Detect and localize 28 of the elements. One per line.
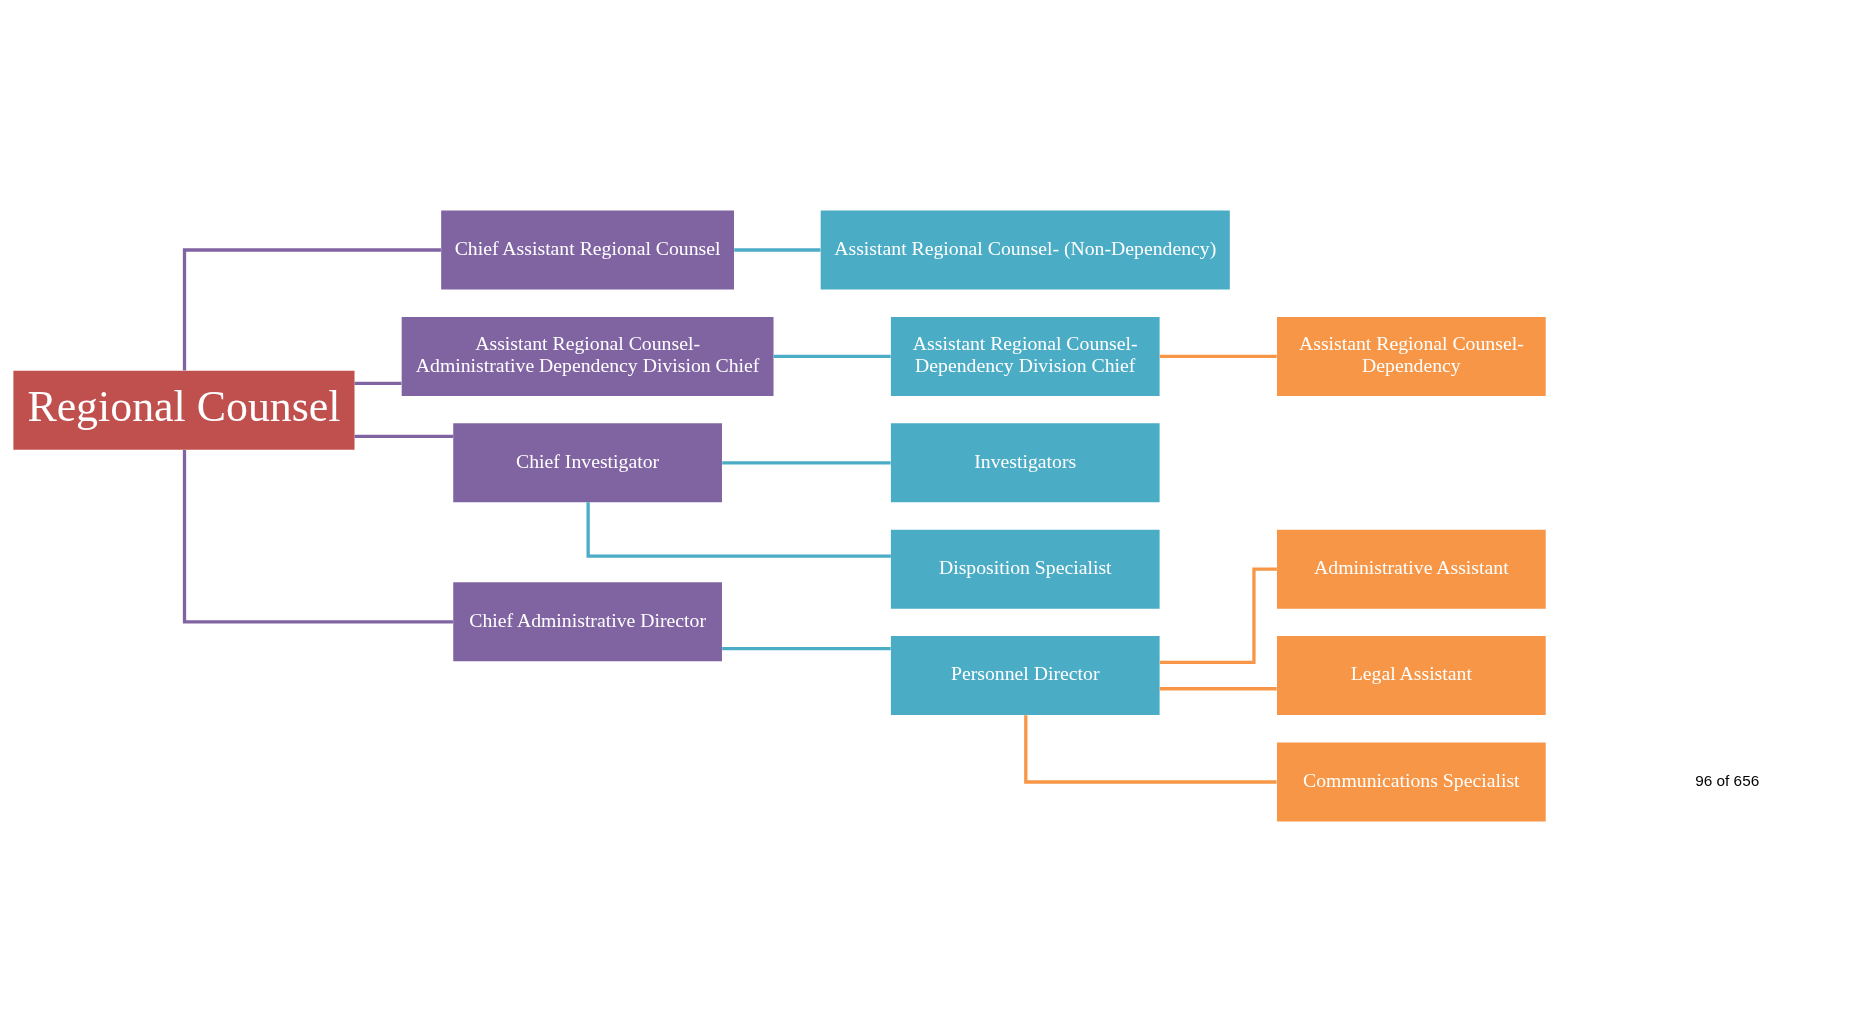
node-box: Assistant Regional Counsel- Administrative Dependency Division Chief <box>401 316 773 396</box>
node-box: Chief Administrative Director <box>452 581 722 661</box>
node-box: Chief Investigator <box>452 422 722 502</box>
connector <box>354 381 401 385</box>
connector <box>721 646 891 650</box>
connector <box>586 501 891 558</box>
node-box: Communications Specialist <box>1276 742 1546 821</box>
node-box: Regional Counsel <box>12 370 354 450</box>
connector <box>182 247 441 371</box>
node-box: Assistant Regional Counsel- Dependency Division Chief <box>890 316 1160 396</box>
connector <box>1159 354 1277 358</box>
connector <box>733 247 820 252</box>
node-box: Assistant Regional Counsel- Dependency <box>1276 316 1546 396</box>
label: 96 of 656 <box>1694 771 1759 789</box>
connector <box>354 434 453 438</box>
connector <box>1159 567 1277 664</box>
node-box: Chief Assistant Regional Counsel <box>440 210 734 289</box>
connector <box>721 460 891 464</box>
connector <box>182 449 453 623</box>
node-box: Personnel Director <box>890 635 1160 715</box>
node-box: Assistant Regional Counsel- (Non-Dependency) <box>820 210 1230 289</box>
node-box: Investigators <box>890 422 1160 502</box>
connector <box>773 354 891 358</box>
node-box: Administrative Assistant <box>1276 529 1546 609</box>
node-box: Disposition Specialist <box>890 529 1160 609</box>
node-box: Legal Assistant <box>1276 635 1546 715</box>
connector <box>1159 686 1277 690</box>
connector <box>1023 714 1276 784</box>
